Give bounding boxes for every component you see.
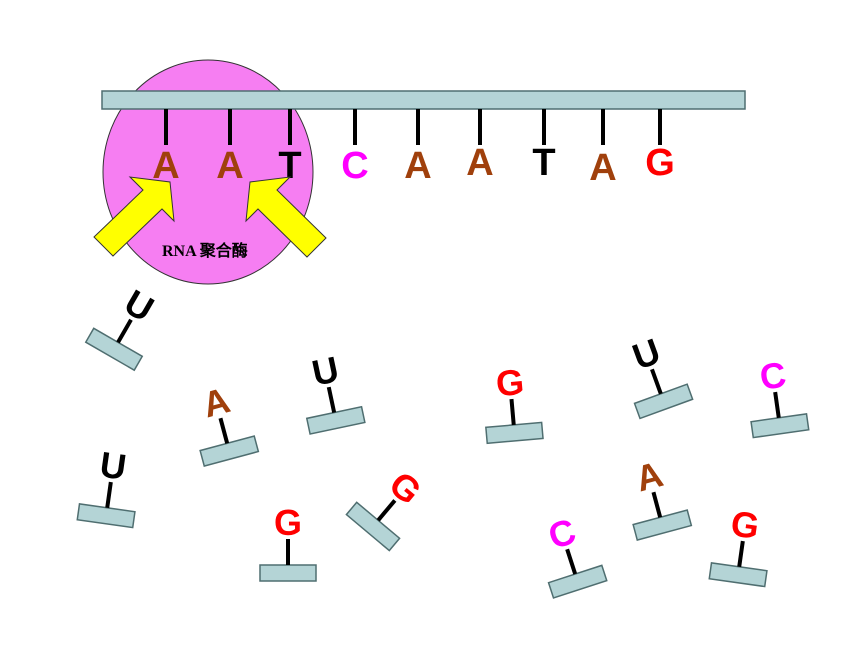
nucleotide-sugar-block [485, 421, 544, 445]
nucleotide-sugar-block [345, 501, 401, 552]
left-arrow [93, 176, 175, 257]
nucleotide-letter: U [118, 281, 161, 330]
template-base-letter: T [532, 142, 555, 184]
nucleotide-letter: A [631, 453, 667, 499]
template-base-letter: T [278, 145, 301, 187]
template-base: A [466, 109, 494, 184]
nucleotide-stem [565, 548, 578, 575]
right-arrow [245, 176, 327, 258]
free-nucleotide: G [485, 361, 544, 445]
template-base-letter: A [404, 145, 431, 187]
nucleotide-letter: U [308, 348, 342, 394]
template-base-letter: A [589, 147, 616, 189]
nucleotide-letter: G [728, 502, 761, 547]
nucleotide-sugar-block [632, 509, 693, 541]
nucleotide-stem [116, 318, 133, 344]
free-nucleotide: A [198, 379, 260, 467]
free-nucleotide: U [84, 281, 161, 372]
nucleotide-sugar-block [199, 435, 260, 467]
nucleotide-sugar-block [259, 564, 317, 582]
nucleotide-letter: A [198, 379, 234, 425]
nucleotide-stem [218, 417, 230, 444]
template-base-letter: C [341, 145, 368, 187]
nucleotide-letter: C [757, 354, 788, 398]
nucleotide-letter: C [543, 510, 580, 557]
template-base: G [645, 109, 675, 184]
template-base: T [278, 109, 302, 187]
free-nucleotide: C [543, 510, 608, 599]
template-backbone [101, 90, 746, 110]
free-nucleotide: U [305, 348, 366, 435]
free-nucleotides: U A U G U C U G G C A G [76, 281, 810, 599]
template-base: A [589, 109, 617, 189]
template-base-letter: A [216, 145, 243, 187]
free-nucleotide: U [76, 444, 136, 529]
nucleotide-letter: U [627, 330, 665, 377]
nucleotide-sugar-block [305, 405, 366, 435]
free-nucleotide: A [631, 453, 693, 541]
template-base-letter: G [645, 142, 675, 184]
template-base: C [341, 109, 369, 187]
nucleotide-stem [773, 391, 781, 419]
nucleotide-stem [105, 481, 113, 509]
rna-polymerase [102, 59, 314, 285]
template-base: A [404, 109, 432, 187]
nucleotide-letter: G [494, 361, 525, 404]
nucleotide-stem [326, 386, 337, 413]
nucleotide-stem [650, 368, 663, 395]
free-nucleotide: G [708, 502, 768, 588]
nucleotide-sugar-block [84, 327, 144, 372]
free-nucleotide: G [345, 463, 429, 552]
nucleotide-letter: G [274, 502, 302, 543]
nucleotide-stem [737, 540, 745, 568]
nucleotide-stem [651, 491, 663, 518]
free-nucleotide: C [750, 354, 810, 439]
nucleotide-stem [376, 499, 397, 522]
nucleotide-letter: U [97, 444, 128, 488]
template-base: T [532, 109, 556, 184]
free-nucleotide: G [259, 502, 317, 582]
enzyme-label: RNA 聚合酶 [162, 241, 248, 260]
nucleotide-sugar-block [633, 383, 694, 420]
free-nucleotide: U [627, 330, 694, 420]
template-base: A [216, 109, 244, 187]
template-base-letter: A [466, 142, 493, 184]
nucleotide-sugar-block [547, 564, 608, 599]
nucleotide-stem [509, 398, 516, 426]
